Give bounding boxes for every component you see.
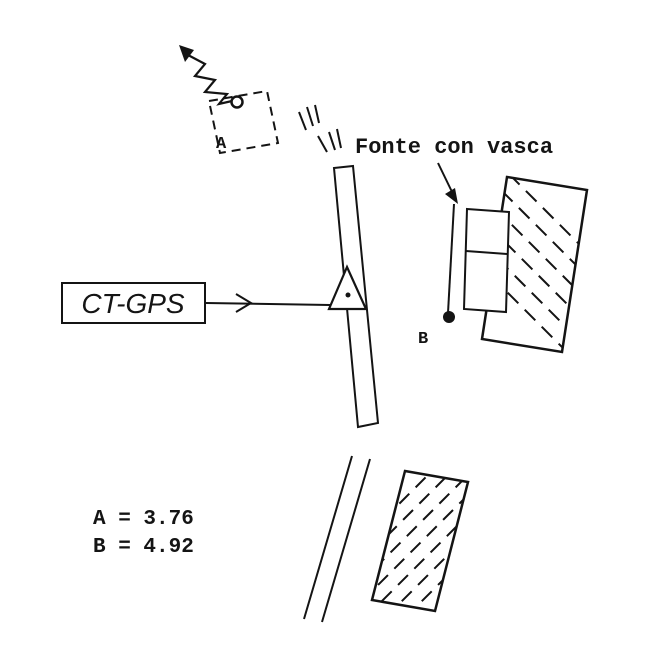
- ct-gps-box: [61, 282, 206, 324]
- point-b-marker: B: [418, 311, 455, 349]
- building-bottom-outline: [370, 469, 470, 613]
- point-a-label: A: [216, 135, 227, 154]
- building-annex: [462, 207, 511, 314]
- connector-line: [205, 302, 331, 306]
- slope-ticks-icon: [298, 104, 342, 153]
- measurement-b: B = 4.92: [93, 536, 194, 559]
- zigzag-arrowhead-icon: [179, 45, 194, 62]
- ct-gps-station: CT-GPS: [61, 282, 331, 324]
- zigzag-line: [187, 54, 233, 106]
- fonte-arrowhead-icon: [445, 188, 458, 204]
- ct-gps-label: CT-GPS: [81, 288, 185, 319]
- zigzag-arrow: [179, 45, 233, 106]
- survey-triangle: [327, 264, 368, 311]
- point-b-dot-icon: [443, 311, 455, 323]
- building-annex-divider: [465, 250, 508, 255]
- point-b-label: B: [418, 330, 428, 349]
- fonte-annotation: Fonte con vasca: [355, 135, 553, 314]
- fonte-label: Fonte con vasca: [355, 135, 553, 160]
- building-bottom: [370, 469, 470, 613]
- dashed-square: [207, 89, 280, 155]
- building-annex-outline: [462, 207, 511, 314]
- fonte-leader-lower: [447, 203, 455, 314]
- survey-triangle-outline: [327, 264, 368, 311]
- road-line-right: [321, 458, 371, 623]
- road-lines: [303, 455, 371, 623]
- measurements: A = 3.76 B = 4.92: [93, 508, 194, 559]
- measurement-a: A = 3.76: [93, 508, 194, 531]
- connector-arrowhead-icon: [235, 293, 253, 313]
- point-a-marker: A: [207, 89, 280, 155]
- road-line-left: [303, 455, 353, 620]
- survey-point-dot-icon: [345, 292, 351, 298]
- point-a-ring-icon: [230, 95, 244, 109]
